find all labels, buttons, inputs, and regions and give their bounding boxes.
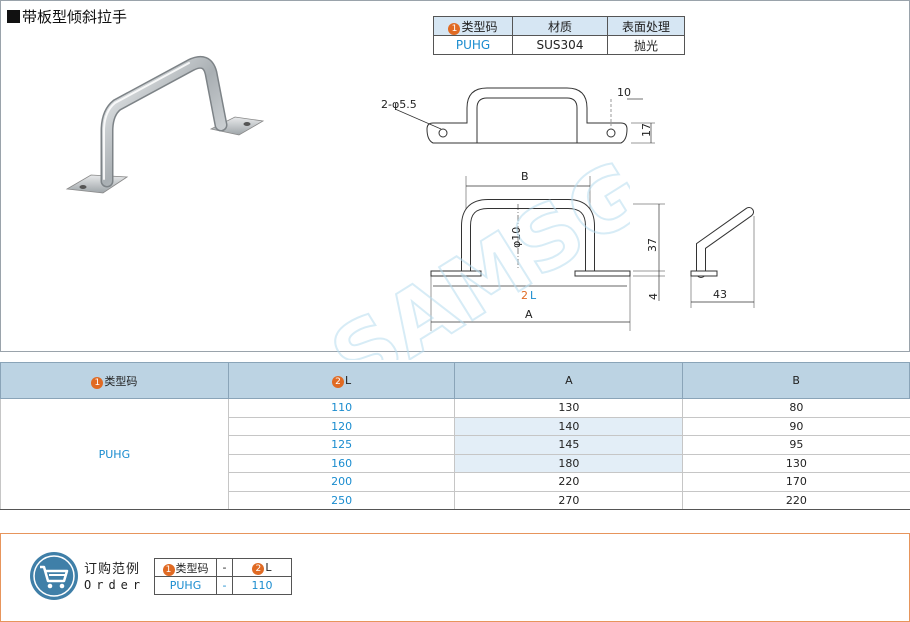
dim-17-label: 17 <box>640 123 653 137</box>
order-dash-value: - <box>216 576 233 595</box>
cell-b: 220 <box>682 491 910 510</box>
cell-b: 95 <box>682 435 910 455</box>
order-label-en: Order <box>84 578 146 592</box>
cell-l: 160 <box>227 454 455 473</box>
cell-b: 130 <box>682 454 910 473</box>
order-l-value: 110 <box>232 576 292 595</box>
spec-header-finish: 表面处理 <box>607 16 685 36</box>
page-title-text: 带板型倾斜拉手 <box>22 8 128 26</box>
cell-l: 250 <box>227 491 455 510</box>
table-row: 125 145 95 <box>1 435 910 455</box>
top-view: 2-φ5.5 10 17 <box>381 86 655 144</box>
badge-1-icon: 1 <box>162 563 175 576</box>
cell-l: 200 <box>227 472 455 492</box>
table-row: 120 140 90 <box>1 417 910 436</box>
cell-a: 270 <box>454 491 683 510</box>
spec-header-material: 材质 <box>512 16 608 36</box>
spec-finish-value: 抛光 <box>607 35 685 55</box>
cell-l: 125 <box>227 435 455 455</box>
page-title: 带板型倾斜拉手 <box>7 6 127 27</box>
product-photo <box>65 55 265 194</box>
dim-phi10-label: φ10 <box>510 227 523 248</box>
badge-1-icon: 1 <box>91 376 104 389</box>
cell-a: 140 <box>454 417 683 436</box>
side-view: 43 <box>690 207 755 308</box>
cell-l: 120 <box>227 417 455 436</box>
cell-a: 130 <box>454 398 683 418</box>
badge-1-icon: 1 <box>448 22 461 35</box>
table-row: PUHG 110 130 80 <box>0 398 910 510</box>
order-type-value: PUHG <box>154 576 217 595</box>
spec-material-value: SUS304 <box>512 35 608 55</box>
dim-37-label: 37 <box>646 238 659 252</box>
badge-2-icon: 2 <box>252 562 265 575</box>
dim-4-label: 4 <box>647 293 660 300</box>
table-row: 160 180 130 <box>1 454 910 473</box>
dim-b-label: B <box>521 170 529 183</box>
spec-type-value: PUHG <box>433 35 513 55</box>
badge-2-icon: 2 <box>332 375 345 388</box>
order-header-dash: - <box>216 558 233 577</box>
table-row: 200 220 170 <box>1 472 910 492</box>
cell-b: 80 <box>682 398 910 418</box>
title-square-icon <box>7 10 20 23</box>
hole-dim-label: 2-φ5.5 <box>381 98 417 111</box>
col-header-a: A <box>454 362 684 399</box>
shopping-cart-icon <box>30 552 78 600</box>
table-row: 250 270 220 <box>1 491 910 510</box>
cell-a: 145 <box>454 435 683 455</box>
cell-b: 90 <box>682 417 910 436</box>
technical-drawing: 2-φ5.5 10 17 B φ10 37 4 <box>381 86 755 331</box>
col-header-b: B <box>682 362 910 399</box>
cell-l: 110 <box>227 398 455 418</box>
cell-a: 220 <box>454 472 683 492</box>
dim-43-label: 43 <box>713 288 727 301</box>
cell-b: 170 <box>682 472 910 492</box>
dim-a-label: A <box>525 308 533 321</box>
cell-a: 180 <box>454 454 683 473</box>
type-code-cell: PUHG <box>0 398 229 510</box>
dim-10-label: 10 <box>617 86 631 99</box>
order-label-cn: 订购范例 <box>84 562 141 577</box>
